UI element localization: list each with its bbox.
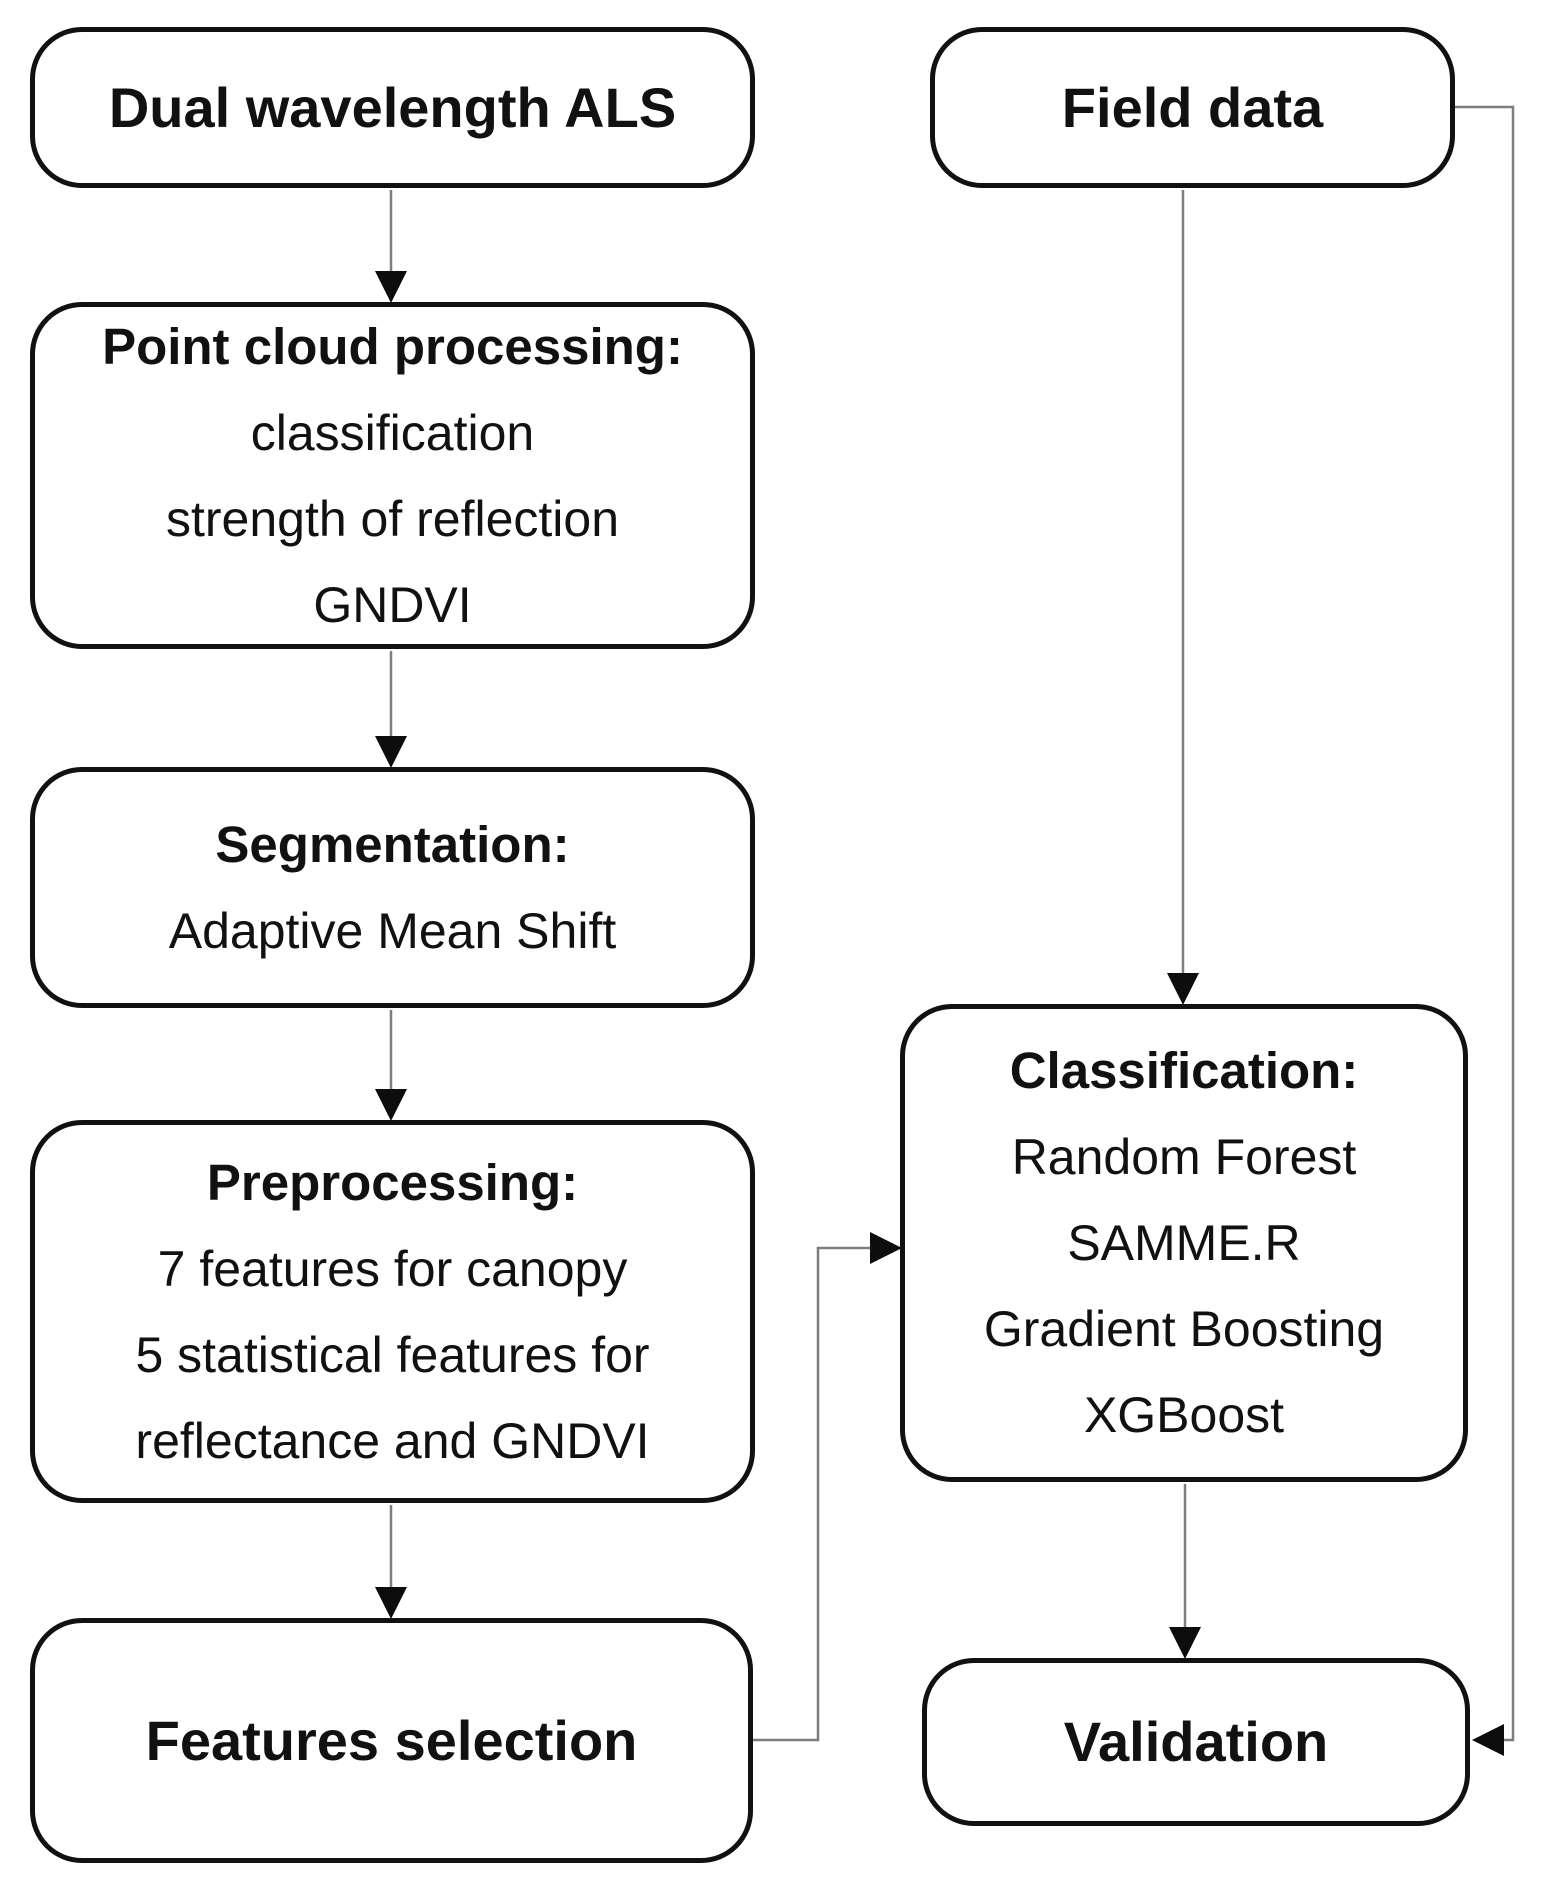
node-preprocessing-line: reflectance and GNDVI — [135, 1412, 650, 1469]
node-classification-line: Random Forest — [1011, 1129, 1357, 1185]
node-point-cloud-processing-title: Point cloud processing: — [102, 317, 683, 375]
node-point-cloud-processing: Point cloud processing: classification s… — [30, 302, 755, 649]
node-preprocessing-line: 7 features for canopy — [157, 1240, 628, 1297]
node-classification: Classification: Random Forest SAMME.R Gr… — [900, 1004, 1468, 1482]
arrowhead-featuresselection-to-classification — [870, 1232, 902, 1264]
arrowhead-segmentation-to-preprocessing — [375, 1089, 407, 1121]
node-segmentation-title: Segmentation: — [215, 815, 570, 873]
node-classification-title: Classification: — [1009, 1042, 1359, 1099]
node-dual-wavelength-als: Dual wavelength ALS — [30, 27, 755, 188]
node-classification-line: SAMME.R — [1067, 1215, 1301, 1271]
node-segmentation: Segmentation: Adaptive Mean Shift — [30, 767, 755, 1008]
node-validation-title: Validation — [1063, 1710, 1329, 1774]
node-point-cloud-processing-line: classification — [250, 404, 535, 461]
arrowhead-fielddata-to-classification — [1167, 973, 1199, 1005]
connector-fielddata-to-validation — [1455, 105, 1515, 1742]
node-features-selection-title: Features selection — [145, 1708, 638, 1772]
node-field-data: Field data — [930, 27, 1455, 188]
node-point-cloud-processing-line: strength of reflection — [165, 490, 620, 547]
node-features-selection: Features selection — [30, 1618, 753, 1863]
node-point-cloud-processing-line: GNDVI — [313, 576, 472, 633]
node-dual-wavelength-als-title: Dual wavelength ALS — [108, 75, 677, 139]
node-validation: Validation — [922, 1658, 1470, 1826]
arrowhead-preprocessing-to-featuresselection — [375, 1587, 407, 1619]
node-preprocessing-line: 5 statistical features for — [135, 1326, 650, 1383]
node-preprocessing-title: Preprocessing: — [206, 1153, 579, 1211]
node-preprocessing: Preprocessing: 7 features for canopy 5 s… — [30, 1120, 755, 1503]
arrowhead-classification-to-validation — [1169, 1627, 1201, 1659]
arrowhead-als-to-pointcloud — [375, 271, 407, 303]
arrowhead-fielddata-to-validation — [1472, 1724, 1504, 1756]
node-classification-line: XGBoost — [1083, 1387, 1285, 1443]
node-field-data-title: Field data — [1061, 75, 1324, 139]
connector-featuresselection-to-classification — [753, 1246, 870, 1742]
node-classification-line: Gradient Boosting — [983, 1301, 1385, 1357]
arrowhead-pointcloud-to-segmentation — [375, 736, 407, 768]
node-segmentation-line: Adaptive Mean Shift — [168, 902, 617, 959]
